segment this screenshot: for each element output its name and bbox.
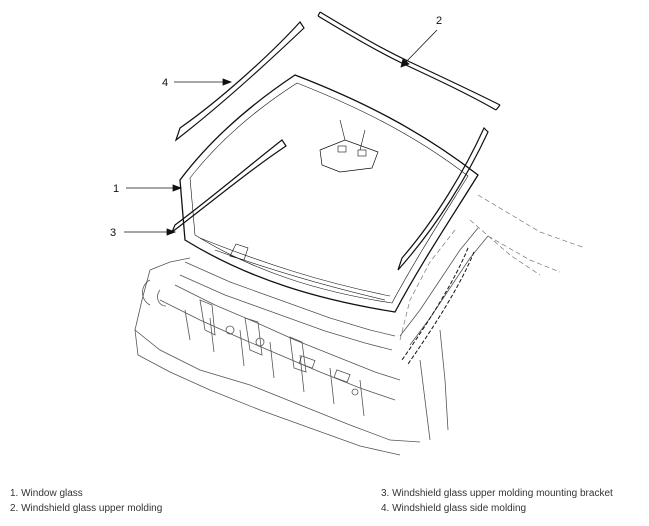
bracket-strip-right (401, 247, 475, 365)
car-body-frame (134, 227, 489, 456)
legend-item-1: 1. Window glass (10, 488, 83, 499)
roof-dashed-outline (399, 194, 586, 341)
side-molding-left (174, 21, 305, 142)
callout-2: 2 (436, 15, 442, 27)
window-glass (179, 74, 479, 313)
legend-left: 1. Window glass 2. Windshield glass uppe… (10, 486, 162, 516)
callout-3: 3 (110, 227, 116, 239)
legend-item-2: 2. Windshield glass upper molding (10, 503, 163, 514)
callout-1: 1 (113, 183, 119, 195)
windshield-exploded-diagram: 1 2 3 4 (110, 11, 586, 456)
legend-item-4: 4. Windshield glass side molding (381, 503, 527, 514)
side-molding-right (397, 126, 489, 271)
leader-lines (124, 29, 438, 236)
callout-4: 4 (162, 77, 168, 89)
legend-right: 3. Windshield glass upper molding mounti… (381, 486, 613, 516)
upper-molding (317, 11, 501, 111)
legend-item-3: 3. Windshield glass upper molding mounti… (381, 488, 613, 499)
